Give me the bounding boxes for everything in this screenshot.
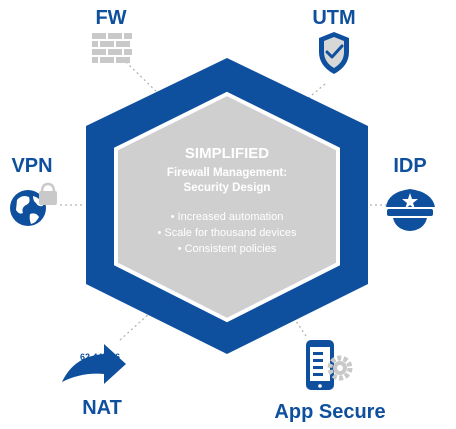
node-nat: 62.445.16 NAT	[62, 344, 126, 419]
center-bullet: • Consistent policies	[178, 243, 277, 255]
node-app-secure: App Secure	[274, 340, 386, 423]
center-bullet: • Scale for thousand devices	[158, 227, 297, 239]
node-vpn: VPN	[10, 155, 57, 226]
shield-check-icon	[319, 32, 349, 74]
center-subtitle-line2: Security Design	[184, 182, 271, 194]
center-content: SIMPLIFIED Firewall Management: Security…	[158, 145, 297, 255]
brick-wall-icon	[92, 33, 132, 63]
phone-gear-icon	[306, 340, 353, 390]
center-bullet: • Increased automation	[171, 211, 284, 223]
node-utm-label: UTM	[312, 7, 355, 29]
nat-ip-text: 62.445.16	[80, 352, 120, 362]
center-subtitle-line1: Firewall Management:	[167, 167, 287, 179]
node-fw-label: FW	[95, 7, 126, 29]
node-nat-label: NAT	[82, 397, 122, 419]
arrow-ip-icon: 62.445.16	[62, 344, 126, 384]
inner-hexagon	[114, 91, 340, 323]
node-idp: IDP	[386, 155, 435, 231]
node-idp-label: IDP	[393, 155, 426, 177]
center-title: SIMPLIFIED	[185, 145, 269, 162]
node-app-secure-label: App Secure	[274, 401, 385, 423]
globe-lock-icon	[10, 182, 57, 226]
node-vpn-label: VPN	[11, 155, 52, 177]
connector-nat	[119, 303, 161, 341]
node-fw: FW	[92, 7, 132, 63]
node-utm: UTM	[312, 7, 356, 74]
police-cap-icon	[386, 189, 435, 231]
